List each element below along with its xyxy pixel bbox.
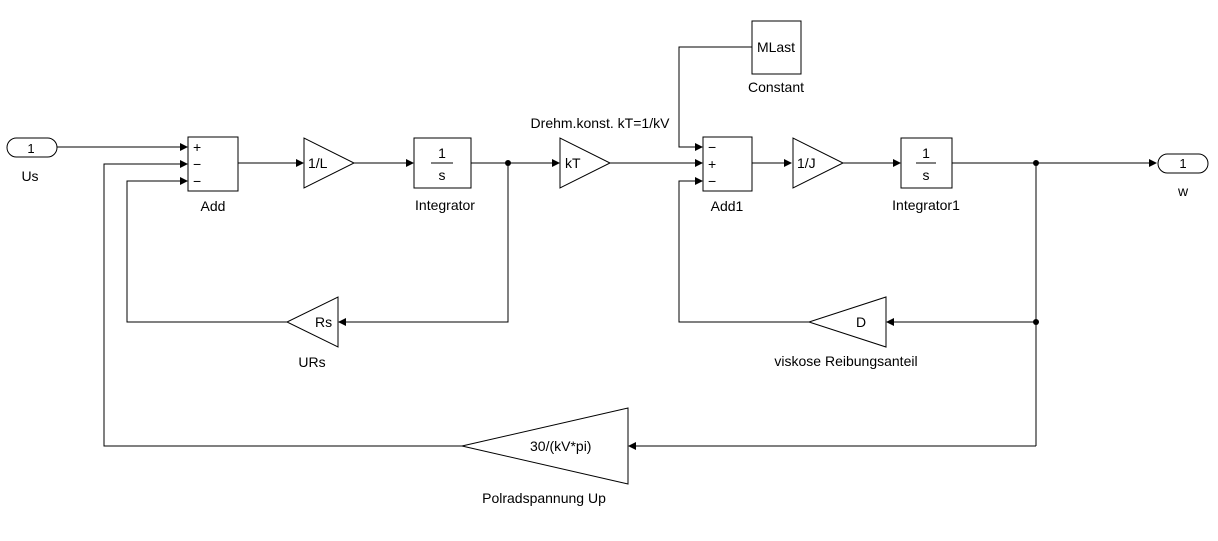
constant-block[interactable]: MLast — [751, 20, 802, 75]
constant-value: MLast — [757, 39, 795, 55]
gain-1-over-j[interactable]: 1/J — [792, 137, 845, 189]
inport-us-number: 1 — [27, 141, 34, 156]
gain-polrad-text: 30/(kV*pi) — [530, 438, 591, 454]
inport-us[interactable]: 1 — [6, 137, 58, 158]
integrator-denominator: s — [439, 167, 446, 183]
gain-kt[interactable]: kT — [559, 137, 612, 189]
add1-sign-1: − — [708, 139, 716, 155]
add1-block[interactable]: − + − — [702, 136, 753, 192]
gain-1-over-l[interactable]: 1/L — [303, 137, 356, 189]
add-block[interactable]: + − − — [187, 136, 239, 192]
add1-sign-2: + — [708, 156, 716, 172]
integrator1-block[interactable]: 1 s — [900, 137, 953, 189]
kt-caption: Drehm.konst. kT=1/kV — [531, 115, 671, 131]
outport-w[interactable]: 1 — [1157, 153, 1209, 174]
outport-w-number: 1 — [1179, 156, 1186, 171]
add-sign-3: − — [193, 173, 201, 189]
gain-rs-label: URs — [298, 354, 325, 370]
integrator-label: Integrator — [415, 197, 475, 213]
integrator1-numerator: 1 — [922, 145, 930, 161]
gain-polrad-label: Polradspannung Up — [482, 490, 606, 506]
add-label: Add — [201, 198, 226, 214]
add-sign-1: + — [193, 139, 201, 155]
gain-rs-text: Rs — [315, 314, 332, 330]
signal-lines — [57, 46, 1157, 450]
add1-label: Add1 — [711, 198, 744, 214]
constant-label: Constant — [748, 79, 804, 95]
inport-us-label: Us — [21, 168, 38, 184]
integrator-numerator: 1 — [438, 145, 446, 161]
gain-rs[interactable]: Rs — [285, 296, 339, 348]
integrator1-denominator: s — [923, 167, 930, 183]
gain-d-text: D — [856, 314, 866, 330]
gain-kt-text: kT — [565, 155, 581, 171]
add-sign-2: − — [193, 156, 201, 172]
gain-1-over-j-text: 1/J — [797, 155, 816, 171]
gain-d-label: viskose Reibungsanteil — [774, 353, 917, 369]
gain-polrad[interactable]: 30/(kV*pi) — [461, 407, 629, 485]
outport-w-label: w — [1177, 183, 1189, 199]
add1-sign-3: − — [708, 173, 716, 189]
gain-d[interactable]: D — [807, 296, 887, 348]
gain-1-over-l-text: 1/L — [308, 155, 328, 171]
integrator-block[interactable]: 1 s — [413, 137, 472, 189]
integrator1-label: Integrator1 — [892, 197, 960, 213]
